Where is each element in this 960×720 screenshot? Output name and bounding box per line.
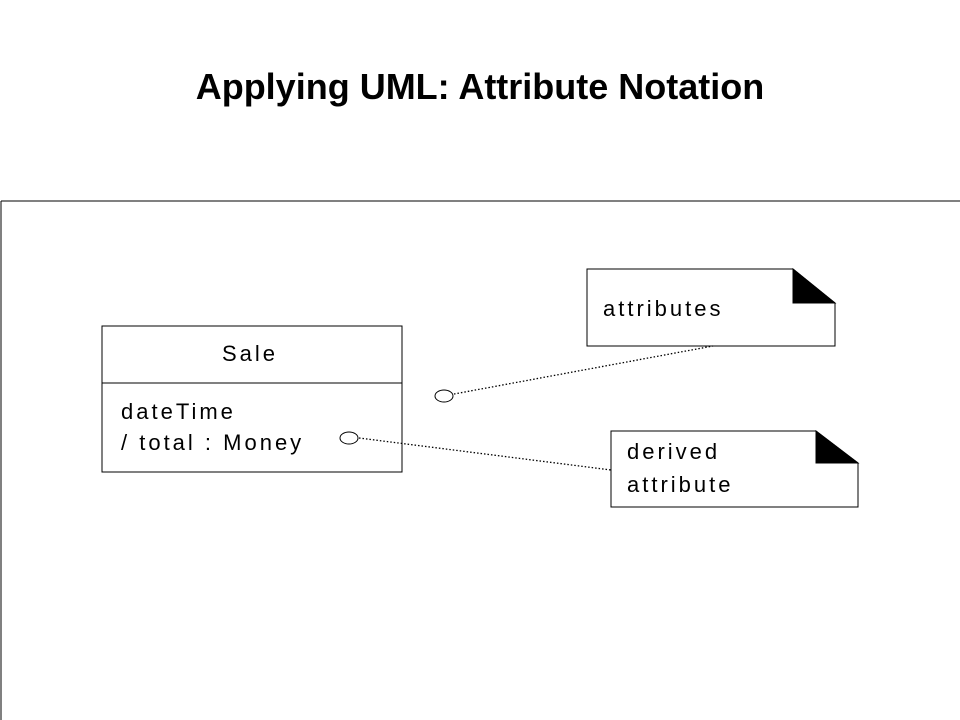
note-attributes: attributes	[586, 267, 837, 347]
dotted-connector-line	[358, 437, 612, 471]
note-text: derived	[627, 439, 720, 464]
note-text: attribute	[627, 472, 734, 497]
diagram-frame	[0, 200, 960, 720]
note-border	[610, 430, 859, 508]
note-fold-corner	[815, 429, 860, 464]
class-box-border	[101, 325, 403, 473]
dotted-connector-line	[453, 345, 714, 395]
note-connector-attributes	[434, 345, 714, 403]
class-attribute: dateTime	[121, 399, 236, 424]
connector-anchor-circle	[434, 389, 454, 403]
note-connector-derived	[339, 431, 612, 471]
note-fold-corner	[792, 267, 837, 304]
slide-title: Applying UML: Attribute Notation	[195, 66, 765, 107]
class-name: Sale	[222, 341, 278, 366]
note-text: attributes	[603, 296, 724, 321]
connector-anchor-circle	[339, 431, 359, 445]
note-derived-attribute: derived attribute	[610, 429, 860, 508]
note-border	[586, 268, 836, 347]
class-box-sale: Sale dateTime / total : Money	[101, 325, 403, 473]
class-attribute: / total : Money	[121, 430, 304, 455]
